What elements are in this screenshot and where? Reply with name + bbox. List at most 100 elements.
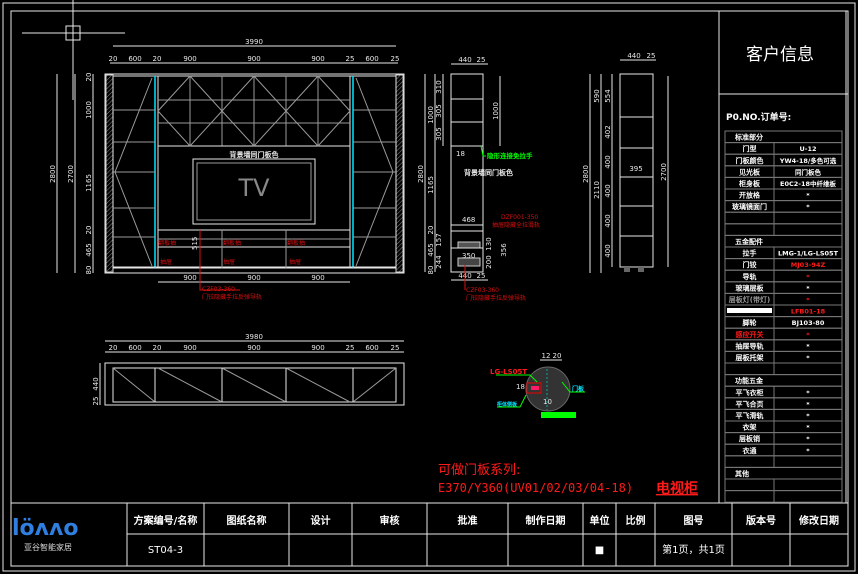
dim: 2800	[417, 165, 425, 183]
drawer-label: 抽屉	[289, 258, 301, 266]
info-row	[724, 478, 843, 492]
info-row-label: 脚轮	[742, 318, 757, 327]
info-row-label: 平飞合页	[736, 399, 764, 408]
info-row-label: 层板灯(带灯)	[728, 295, 770, 304]
rail-note: 抽屉隐藏全拉滑轨	[492, 221, 540, 229]
info-row: 抽屉导轨*	[724, 339, 843, 352]
dim: 350	[462, 252, 475, 260]
dim: 18	[516, 383, 525, 391]
dim: 1165	[427, 176, 435, 194]
hinge-note: 门铰隐藏手拉反弹导轨	[466, 294, 526, 302]
info-row-value: *	[806, 273, 810, 281]
title-block-header: 图纸名称	[227, 514, 267, 527]
side-view: 440 25 2800 2110 590 554 402 400 400 400…	[582, 52, 669, 273]
title-block-header: 比例	[626, 514, 646, 527]
dim: 1000	[85, 101, 93, 119]
info-row-label: 玻璃层板	[736, 283, 765, 292]
title-block-header: 方案编号/名称	[134, 514, 198, 527]
info-row-label: 柜身板	[738, 179, 761, 188]
front-elevation: TV 背景墙同门板色 翻板抽 翻板抽 翻板抽 抽屉 抽屉 抽屉 515 3990…	[49, 38, 405, 301]
title-block-header: 修改日期	[798, 514, 839, 527]
dim: 25	[391, 344, 400, 352]
dim: 2800	[49, 165, 57, 183]
info-row: 衣架*	[724, 420, 843, 434]
dim: 20	[553, 352, 562, 360]
info-row: 玻璃镜面门 *	[724, 200, 843, 213]
dim: 600	[365, 55, 378, 63]
title-block-header: 批准	[458, 514, 478, 527]
dim: 305	[435, 127, 443, 140]
dim: 900	[247, 274, 260, 282]
info-title: 客户信息	[746, 45, 814, 65]
info-row: 玻璃层板 *	[724, 281, 843, 294]
info-row-label: 平飞衣柜	[736, 388, 764, 397]
dim: 900	[311, 55, 324, 63]
info-row-value: *	[806, 192, 810, 200]
info-row-value: *	[806, 203, 810, 211]
info-row-label: 玻璃镜面门	[732, 202, 767, 211]
dim: 1000	[492, 102, 500, 120]
info-row-value: MJ03-94Z	[791, 261, 826, 269]
dim: 1165	[85, 174, 93, 192]
dim: 900	[247, 55, 260, 63]
dim: 20	[85, 226, 93, 235]
dim: 590	[593, 89, 601, 102]
info-row-value: *	[806, 400, 810, 408]
info-row-label: 衣通	[743, 446, 758, 455]
dim: 400	[604, 214, 612, 227]
info-row-value: *	[806, 284, 810, 292]
section-view: 440 25 2800 1000 1165 20 465 80 310 305 …	[417, 56, 540, 302]
dim: 130	[485, 237, 493, 250]
info-row: 标准部分	[724, 130, 843, 144]
tv-outline	[192, 158, 316, 225]
body-label: 柜体侧板	[497, 401, 518, 408]
info-row	[724, 455, 843, 468]
info-row-value: *	[806, 412, 810, 420]
bg-label: 背景墙同门板色	[230, 150, 279, 159]
info-row: 导轨*	[724, 269, 843, 283]
dim: 600	[128, 55, 141, 63]
dim: 20	[153, 55, 162, 63]
info-row-value: E0C2-18中纤维板	[780, 179, 836, 188]
dim: 440	[627, 52, 640, 60]
dim: 440	[92, 377, 100, 390]
info-row-value: 同门板色	[795, 167, 822, 176]
info-row	[724, 223, 843, 236]
info-row: 见光板同门板色	[724, 165, 843, 178]
info-row-value: *	[806, 435, 810, 443]
info-row-label: 其他	[735, 469, 749, 478]
dim: 157	[435, 233, 443, 246]
dim: 80	[427, 266, 435, 275]
bg-note: 背景墙同门板色	[464, 168, 513, 177]
drawer-label: 翻板抽	[223, 239, 241, 247]
info-row-label: 标准部分	[734, 133, 763, 142]
info-row: 层板灯(带灯)*	[724, 292, 843, 306]
info-row: 功能五金	[724, 374, 843, 387]
dim: 20	[427, 226, 435, 235]
info-row	[724, 211, 843, 225]
info-row-label: 抽屉导轨	[736, 341, 764, 350]
dim: 465	[427, 243, 435, 256]
info-row-value: *	[806, 424, 810, 432]
dim: 3980	[245, 333, 263, 341]
dim: 80	[85, 266, 93, 275]
info-row-label: 五金配件	[735, 237, 763, 246]
info-row-value: LFB01-18	[791, 308, 826, 316]
inner-frame	[10, 10, 849, 567]
info-row-label: 拉手	[743, 249, 757, 258]
dim: 600	[128, 344, 141, 352]
info-row	[724, 362, 843, 376]
dim: 305	[435, 104, 443, 117]
dim: 900	[183, 274, 196, 282]
title-block: löʌʌo 亚谷智能家居 方案编号/名称ST04-3图纸名称设计审核批准制作日期…	[12, 503, 848, 566]
info-row: 平飞滑轨*	[724, 408, 843, 422]
dim: 25	[391, 55, 400, 63]
hinge-note: CZF03-360	[202, 286, 235, 293]
info-row-label: 门板颜色	[736, 156, 764, 165]
info-row: 层板托架*	[724, 350, 843, 364]
info-row-label: 层板销	[738, 434, 760, 443]
dim: 2110	[593, 181, 601, 199]
